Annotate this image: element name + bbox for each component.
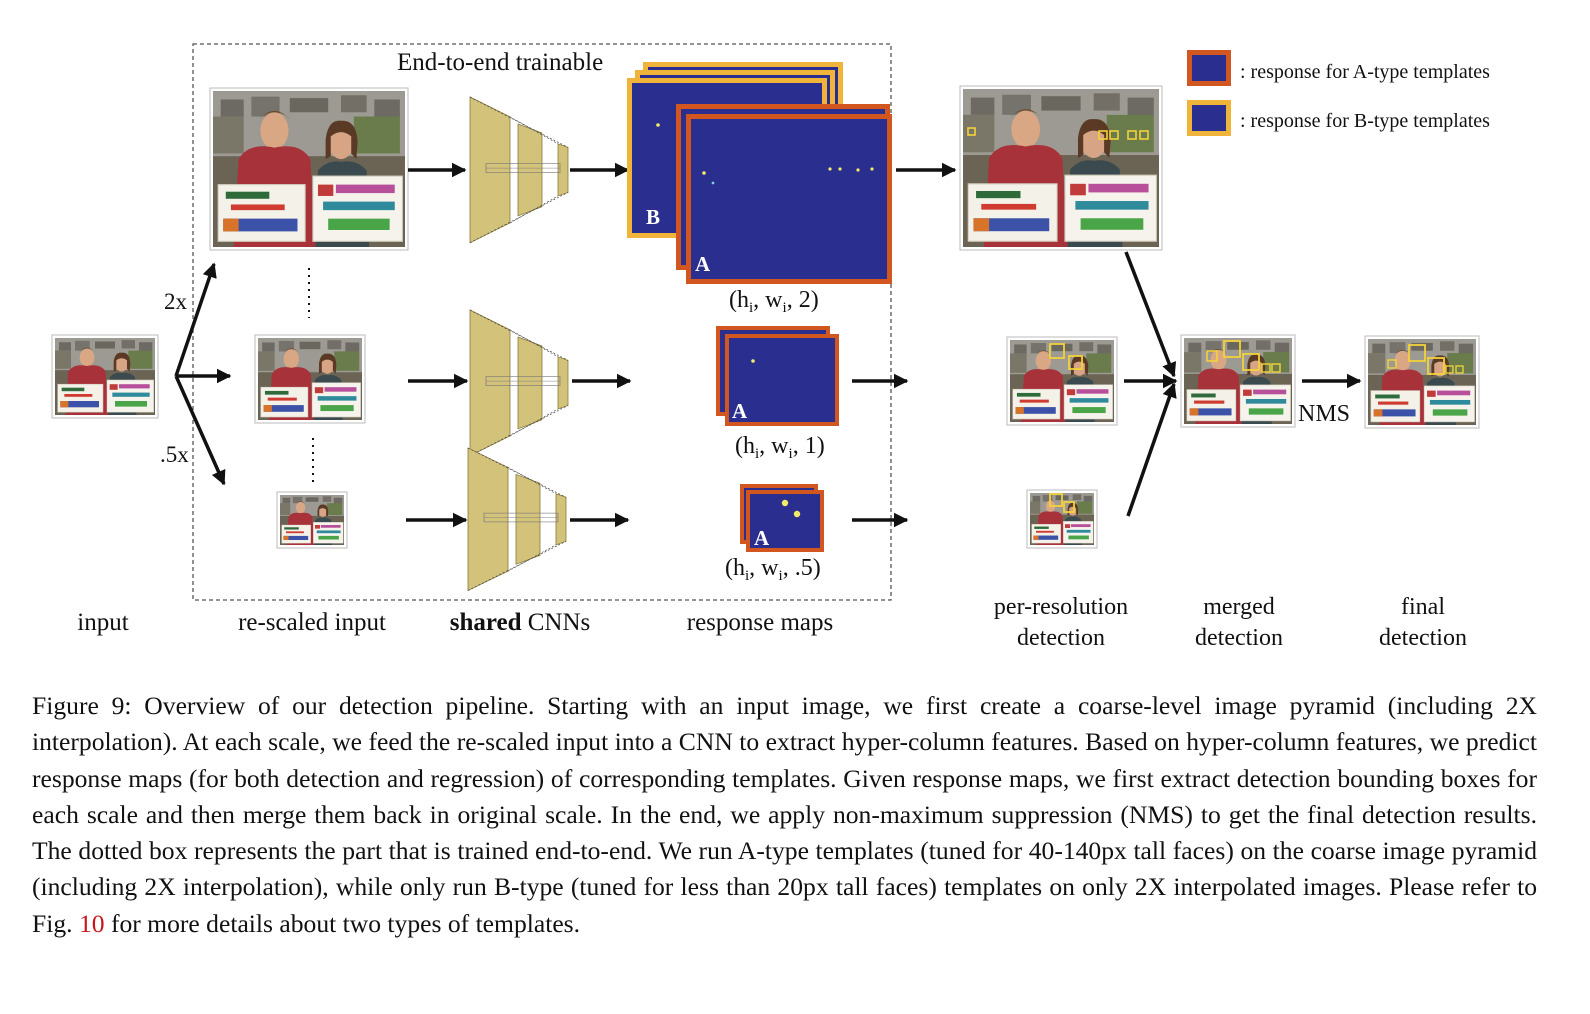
arrow-downscale	[174, 375, 226, 486]
response-map-a-stack-1x: A	[716, 326, 839, 426]
label-merged-1: merged	[1203, 594, 1275, 620]
arrow-merge-from-2x	[1124, 251, 1177, 378]
input-image	[51, 334, 159, 419]
response-map-a-stack-2x: A	[676, 104, 892, 284]
final-detection-image	[1364, 335, 1480, 429]
cnn-block-2	[469, 309, 569, 457]
figure-caption: Figure 9: Overview of our detection pipe…	[32, 688, 1537, 942]
cnn-block-1	[469, 96, 569, 244]
caption-text: Figure 9: Overview of our detection pipe…	[32, 691, 1537, 938]
legend: : response for A-type templates : respon…	[1187, 50, 1490, 136]
dim-label-2x: (hi, wi, 2)	[729, 287, 819, 316]
label-final-1: final	[1401, 594, 1445, 620]
label-per-resolution-2: detection	[1017, 625, 1105, 651]
map-letter-a-1x: A	[732, 399, 748, 423]
label-shared-cnns: shared CNNs	[450, 609, 591, 636]
label-final-2: detection	[1379, 625, 1467, 651]
arrow-upscale	[174, 262, 217, 377]
dim-label-05x: (hi, wi, .5)	[725, 555, 821, 584]
label-per-resolution-1: per-resolution	[994, 594, 1128, 620]
label-response-maps: response maps	[687, 609, 834, 636]
rescaled-input-1x	[254, 334, 366, 424]
label-rescaled-input: re-scaled input	[238, 609, 386, 636]
response-map-a-stack-05x: A	[740, 484, 824, 552]
legend-a-text: : response for A-type templates	[1240, 61, 1490, 83]
arrow-merge-from-05x	[1126, 382, 1177, 517]
pipeline-figure: End-to-end trainable 2x .5x	[51, 43, 1490, 651]
caption-text-end: for more details about two types of temp…	[104, 908, 581, 938]
rescaled-input-2x	[209, 87, 409, 251]
rescaled-input-05x	[276, 491, 348, 549]
legend-b-text: : response for B-type templates	[1240, 110, 1490, 132]
trainable-label: End-to-end trainable	[397, 49, 603, 76]
detection-05x-image	[1026, 489, 1098, 549]
scale-2x-label: 2x	[164, 289, 188, 314]
figure-reference-link[interactable]: 10	[78, 908, 105, 938]
scale-05x-label: .5x	[160, 442, 189, 467]
label-merged-2: detection	[1195, 625, 1283, 651]
cnn-block-3	[467, 447, 567, 591]
map-letter-a-2x: A	[695, 252, 711, 276]
detection-2x-image	[959, 85, 1163, 251]
map-letter-a-05x: A	[754, 526, 770, 550]
nms-label: NMS	[1298, 401, 1350, 427]
merged-detection-image	[1180, 334, 1296, 428]
map-letter-b: B	[646, 205, 660, 229]
detection-1x-image	[1006, 336, 1118, 426]
dim-label-1x: (hi, wi, 1)	[735, 433, 825, 462]
label-input: input	[77, 609, 128, 636]
